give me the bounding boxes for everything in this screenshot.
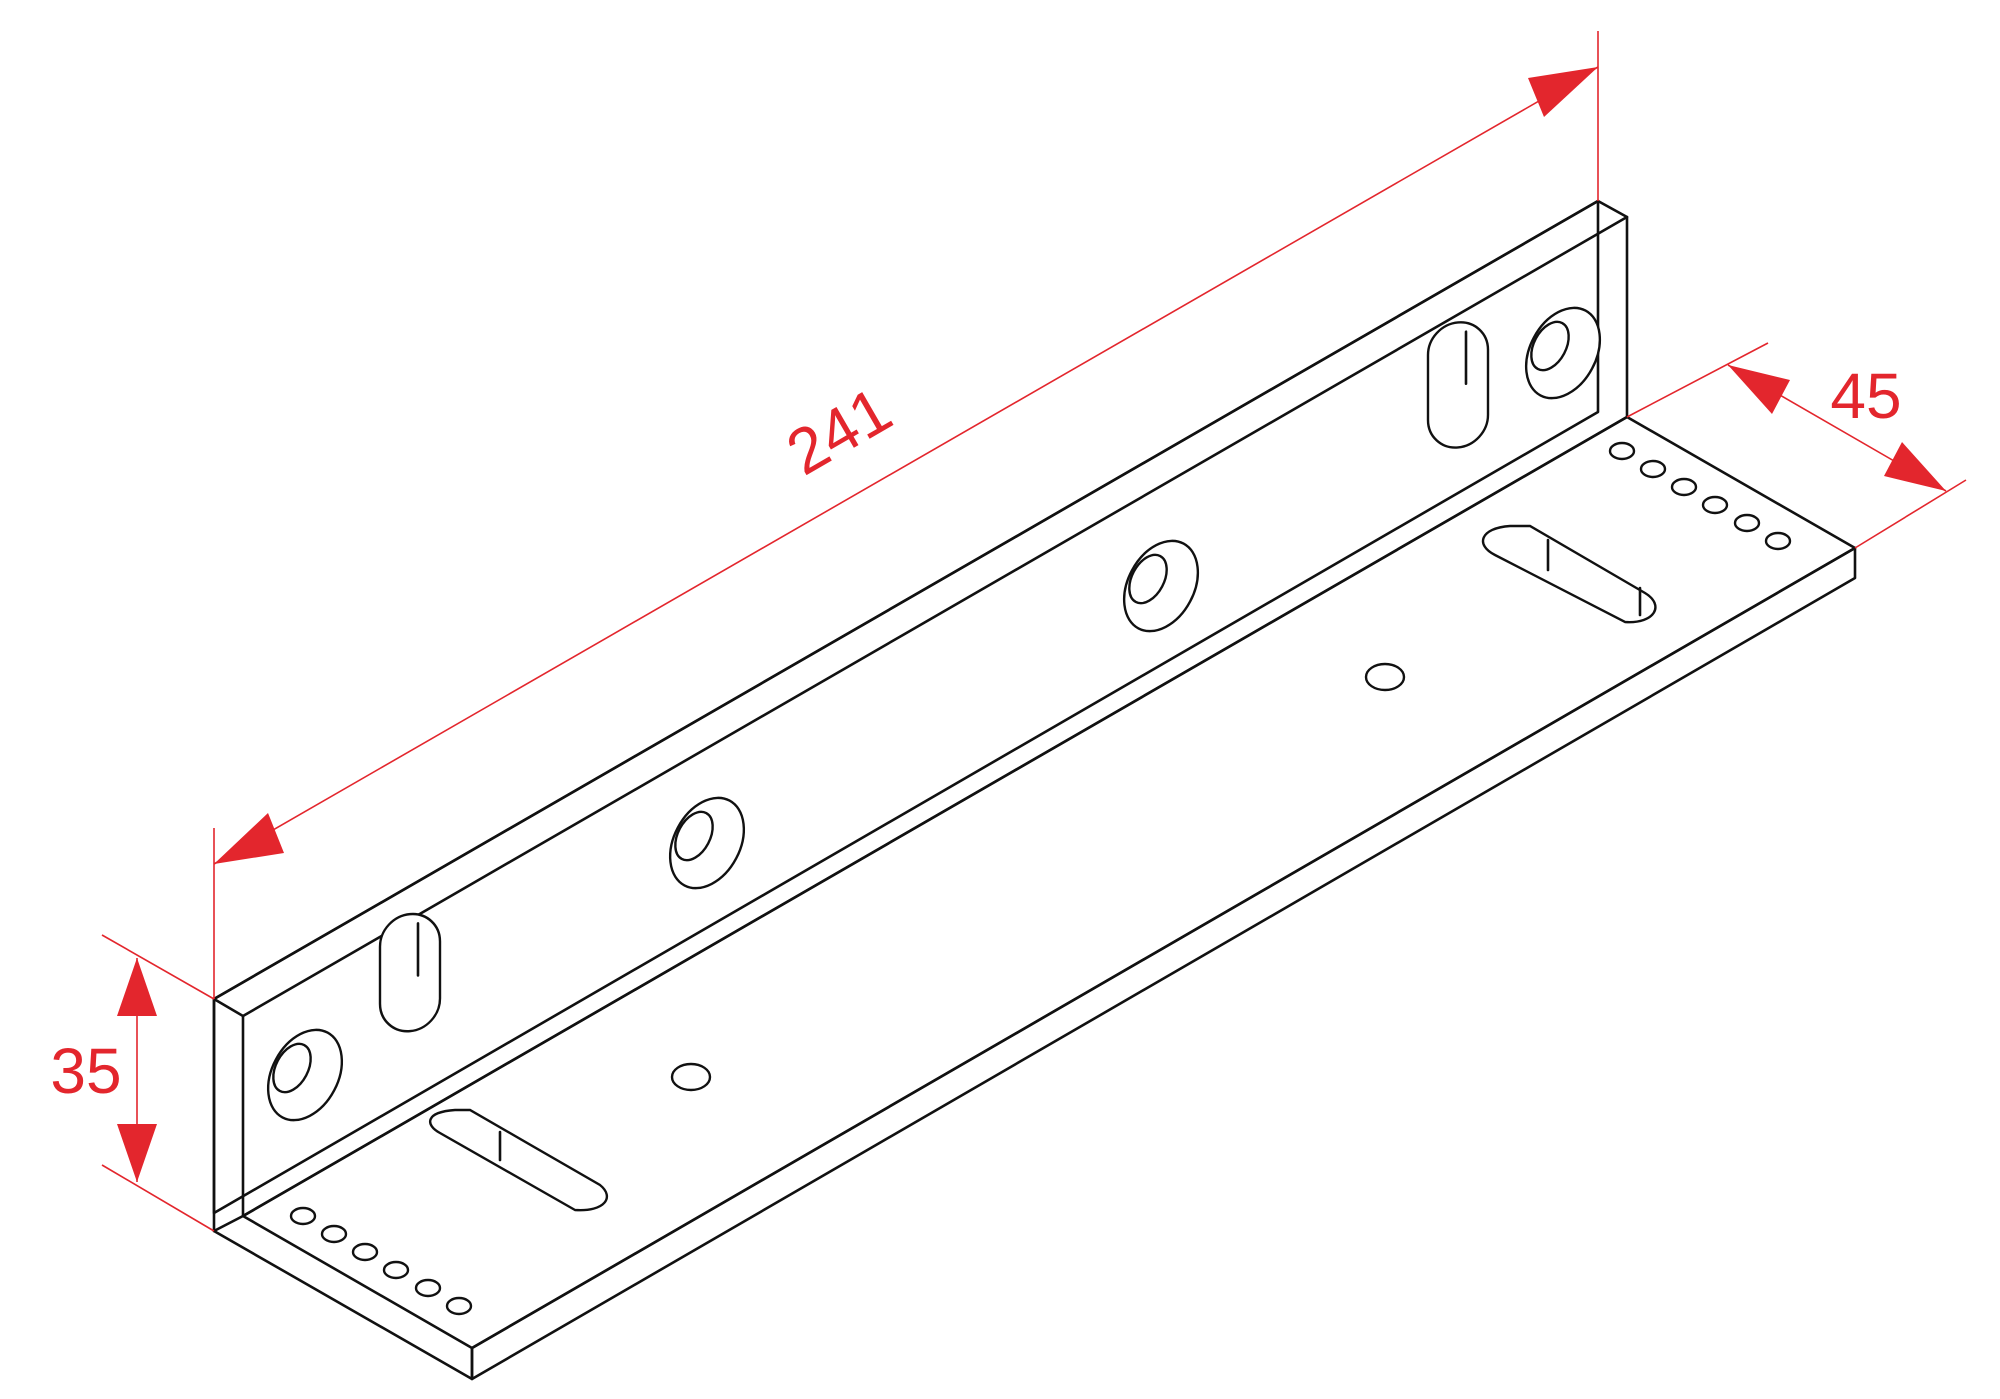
dot-row-right: [1608, 441, 1792, 551]
arrowhead-width-rear: [1728, 365, 1790, 414]
vertical-slot-left: [378, 912, 442, 1033]
dimension-label-width: 45: [1830, 360, 1901, 432]
mounting-hole-right: [1364, 662, 1406, 692]
arrowhead-width-front: [1884, 442, 1946, 491]
extension-line-height-bottom: [101, 1164, 215, 1232]
countersunk-hole-mid-right: [1122, 539, 1200, 633]
mounting-hole-left: [670, 1062, 712, 1092]
horizontal-plate-holes: [289, 441, 1792, 1316]
arrowhead-height-bottom: [117, 1124, 157, 1182]
bracket-outline: [212, 199, 1857, 1381]
horizontal-slot-left: [429, 1108, 609, 1212]
arrowhead-height-top: [117, 958, 157, 1016]
dimension-length: 241: [213, 31, 1599, 999]
extension-line-width-front: [1854, 479, 1967, 549]
horizontal-plate-left-end: [212, 1229, 474, 1381]
vertical-plate-top-edge: [212, 199, 1629, 1018]
vertical-slot-right: [1426, 321, 1490, 449]
horizontal-slot-right: [1481, 524, 1657, 624]
vertical-plate-left-end: [212, 997, 245, 1233]
extension-line-height-top: [101, 934, 215, 1000]
dimension-width: 45: [1626, 342, 1967, 549]
countersunk-hole-right: [1524, 306, 1602, 400]
horizontal-plate-face: [241, 415, 1857, 1350]
extension-line-width-rear: [1626, 342, 1769, 418]
arrowhead-length-left: [214, 813, 284, 864]
countersunk-hole-mid-left: [668, 796, 746, 890]
dimension-line-length: [213, 66, 1599, 865]
vertical-plate-holes: [266, 306, 1602, 1122]
arrowhead-length-right: [1528, 67, 1598, 117]
dimension-height: 35: [50, 934, 215, 1232]
dimension-label-height: 35: [50, 1035, 121, 1107]
countersunk-hole-left: [266, 1028, 344, 1122]
dimension-label-length: 241: [775, 373, 903, 489]
dot-row-left: [289, 1206, 473, 1316]
